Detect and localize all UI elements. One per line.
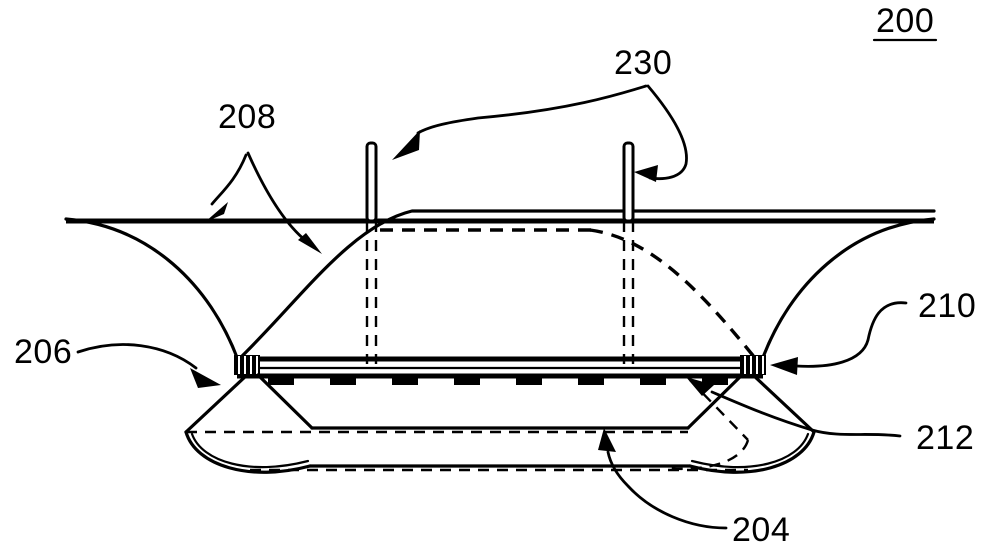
leader-204-line [606,450,728,530]
ref-label-230: 230 [614,44,672,82]
mast-right-group [622,141,635,364]
figure-number-text: 200 [876,2,934,40]
starboard-junction-hatch-lines [744,356,764,374]
leader-206-arrowhead [190,368,221,388]
leader-208-left-arrowhead [205,202,228,222]
mast-right-column [622,141,635,223]
starboard-stern-bottom-curve-inner [690,432,810,469]
leader-206-line [76,343,198,370]
ref-label-210: 210 [918,287,976,325]
deck-support-bracket [454,376,480,385]
leader-230 [392,84,688,182]
leader-212 [686,377,902,438]
superstructure-dome-hidden [380,228,757,360]
deck-support-bracket [640,376,666,385]
stern-hidden-wedge-upper [689,379,749,441]
deck-support-bracket [702,376,728,385]
leader-230-left-line [416,84,648,135]
deck-support-bracket [268,376,294,385]
leader-212-arrowhead [686,377,714,396]
leader-204-arrowhead [598,428,616,452]
port-junction-hatch-lines [238,356,258,374]
deck-support-bracket [578,376,604,385]
port-bow-upper-face-inner [256,373,314,430]
port-flare-curve [64,217,240,362]
leader-230-left-arrowhead [392,130,420,160]
starboard-flare-curve [760,217,936,362]
dome-solid-outline [237,209,936,361]
outer-hull-flare-curves [64,217,936,362]
leader-210 [770,301,908,375]
starboard-stern-upper-face-inner [686,373,744,430]
leader-206 [76,343,221,388]
deck-support-bracket [392,376,418,385]
dome-hidden-outline [589,228,757,360]
leader-204 [598,428,728,530]
leader-210-arrowhead [770,357,798,375]
leader-212-line [710,390,902,438]
superstructure-dome-solid [237,209,936,361]
main-deck-group [237,356,763,385]
mast-left-column [365,141,378,223]
leader-208-right-arrowhead [298,233,322,254]
port-junction-block [234,355,260,375]
deck-support-brackets [268,376,728,385]
leader-230-right-line [646,84,688,181]
deck-support-bracket [516,376,542,385]
figure-number-group: 200 [872,2,938,42]
deck-support-bracket [330,376,356,385]
leader-208-right-line [246,151,312,246]
leader-230-right-arrowhead [634,165,658,182]
starboard-stern-upper-face [751,373,816,434]
stern-hidden-wedge-lower [663,439,750,471]
ref-label-204: 204 [732,511,790,549]
lower-hull-group [184,373,816,474]
starboard-junction-block [740,355,766,375]
ref-label-212: 212 [916,419,974,457]
leader-210-line [794,301,908,368]
mast-left-group [365,141,378,364]
port-junction-hatching [234,355,260,375]
leader-208-left-line [210,153,248,206]
port-bow-bottom-curve-inner [190,432,310,469]
port-bow-upper-face [184,373,249,434]
starboard-junction-hatching [740,355,766,375]
leader-208 [205,151,322,254]
ref-label-206: 206 [14,333,72,371]
ref-label-208: 208 [218,98,276,136]
